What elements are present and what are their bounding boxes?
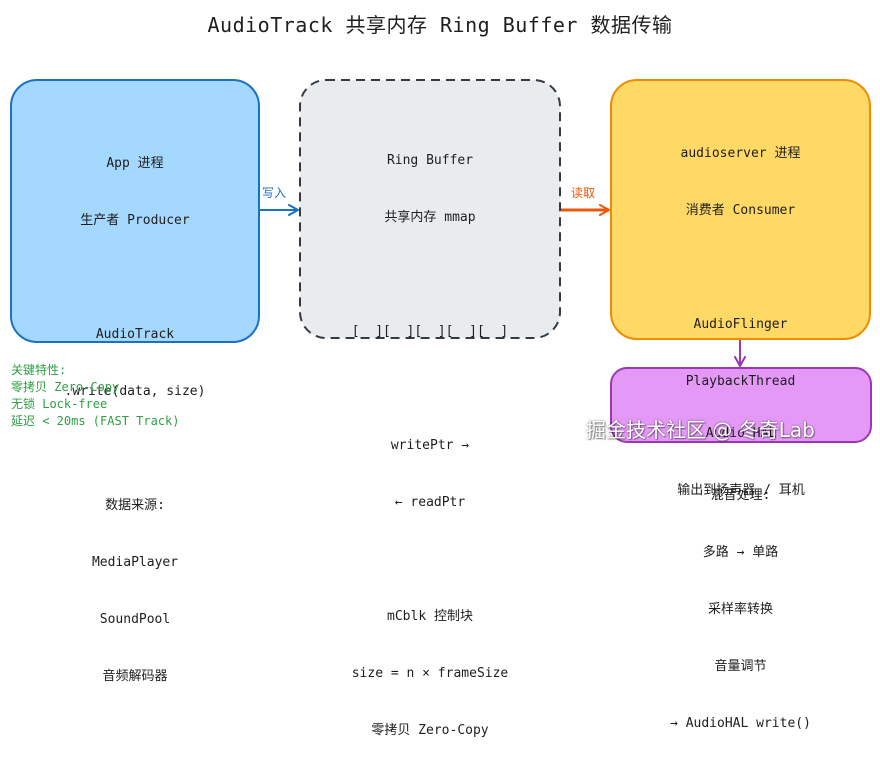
audio-hal-box	[610, 367, 872, 443]
audioserver-box	[610, 79, 871, 340]
server-line-1: 消费者 Consumer	[685, 203, 796, 218]
watermark: 掘金技术社区 @ 冬奇Lab	[586, 418, 815, 442]
server-line-7: 多路 → 单路	[702, 545, 779, 560]
write-label: 写入	[262, 186, 287, 200]
app-line-5	[11, 439, 259, 458]
notes-line-0: 关键特性:	[11, 363, 67, 377]
app-line-2	[11, 268, 259, 287]
notes-line-3: 延迟 < 20ms (FAST Track)	[11, 414, 180, 428]
app-line-7: MediaPlayer	[91, 555, 179, 570]
read-label: 读取	[571, 186, 596, 200]
server-line-4: PlaybackThread	[685, 374, 796, 389]
ring-buffer-box	[299, 79, 561, 339]
ring-slots: [ ][ ][ ][ ][ ]	[351, 324, 509, 339]
audio-hal-text: Audio HAL 输出到扬声器 / 耳机	[611, 386, 871, 519]
diagram-title: AudioTrack 共享内存 Ring Buffer 数据传输	[207, 13, 673, 37]
app-line-1: 生产者 Producer	[80, 213, 190, 228]
server-line-2	[611, 258, 870, 277]
server-line-9: 音量调节	[714, 659, 767, 674]
notes-line-1: 零拷贝 Zero-Copy	[11, 380, 120, 394]
key-features-notes: 关键特性: 零拷贝 Zero-Copy 无锁 Lock-free 延迟 < 20…	[11, 362, 180, 430]
app-line-9: 音频解码器	[102, 669, 168, 684]
app-process-box	[10, 79, 260, 343]
server-line-8: 采样率转换	[707, 602, 773, 617]
app-line-8: SoundPool	[99, 612, 171, 627]
ring-line-10: 零拷贝 Zero-Copy	[371, 723, 489, 738]
diagram-canvas	[10, 79, 872, 443]
ring-line-7	[300, 550, 560, 569]
notes-line-2: 无锁 Lock-free	[11, 397, 108, 411]
app-line-4: .write(data, size)	[64, 384, 206, 399]
ring-line-6: ← readPtr	[394, 495, 466, 510]
app-line-0: App 进程	[106, 156, 164, 171]
hal-line-1: 输出到扬声器 / 耳机	[677, 483, 805, 498]
ring-buffer-text: Ring Buffer 共享内存 mmap [ ][ ][ ][ ][ ] wr…	[300, 113, 560, 759]
ring-line-9: size = n × frameSize	[351, 666, 509, 681]
app-line-6: 数据来源:	[105, 498, 165, 513]
server-line-3: AudioFlinger	[693, 317, 788, 332]
ring-line-0: Ring Buffer	[386, 153, 474, 168]
server-line-10: → AudioHAL write()	[670, 716, 811, 731]
server-line-0: audioserver 进程	[680, 146, 801, 161]
hal-line-0: Audio HAL	[705, 426, 777, 441]
ring-line-5: writePtr →	[390, 438, 470, 453]
ring-line-2	[300, 265, 560, 284]
ring-line-1: 共享内存 mmap	[384, 210, 476, 225]
ring-line-4	[300, 379, 560, 398]
app-line-3: AudioTrack	[95, 327, 175, 342]
ring-line-8: mCblk 控制块	[387, 609, 473, 624]
